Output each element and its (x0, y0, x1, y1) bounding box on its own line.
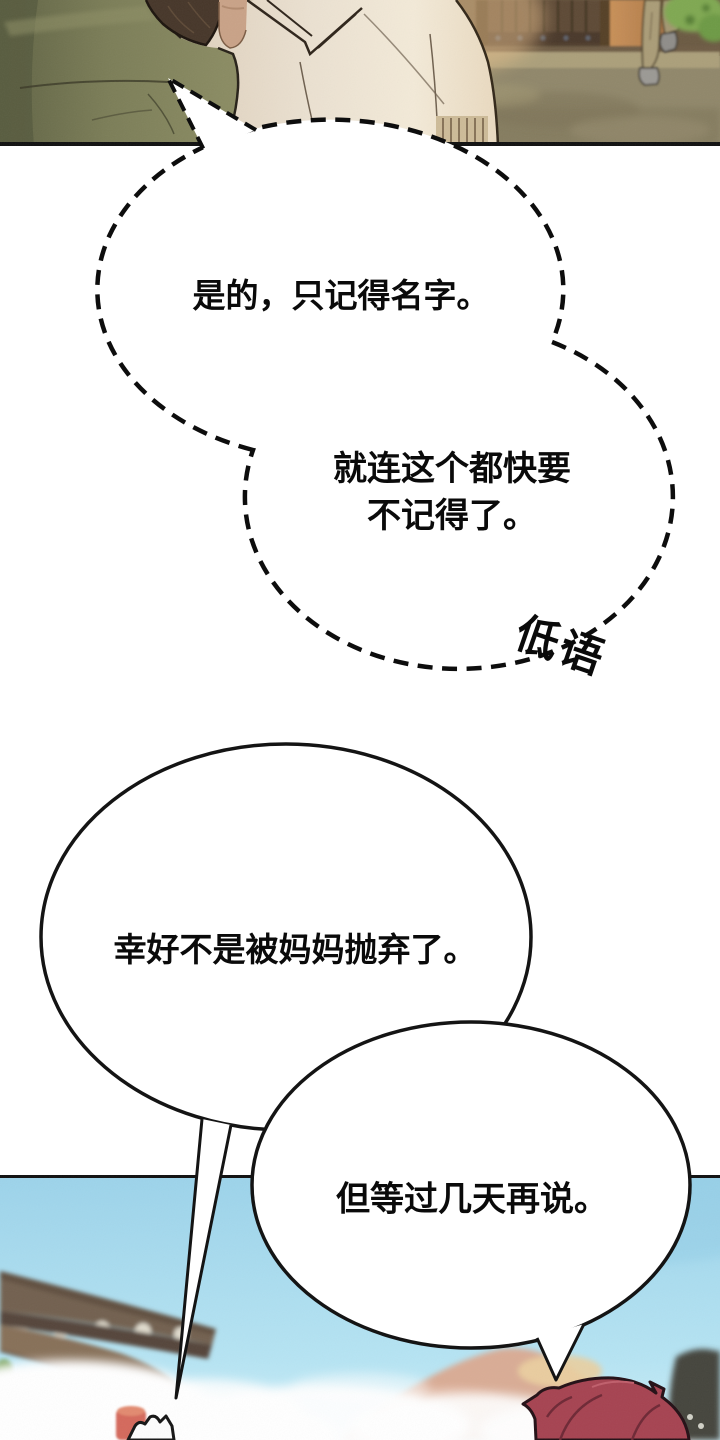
film-grain (0, 0, 720, 146)
panel-top (0, 0, 720, 146)
thought-text-2-line1: 就连这个都快要 (333, 449, 571, 489)
thought-text-2-line2: 不记得了。 (367, 496, 537, 536)
thought-text-1: 是的，只记得名字。 (192, 276, 490, 315)
thought-text-2: 就连这个都快要 不记得了。 (333, 446, 571, 540)
thought-bubble (95, 76, 676, 672)
speech-text-1: 幸好不是被妈妈抛弃了。 (113, 930, 477, 969)
speech-text-2: 但等过几天再说。 (336, 1179, 608, 1220)
whisper-sfx-text: 低语 (509, 608, 613, 686)
